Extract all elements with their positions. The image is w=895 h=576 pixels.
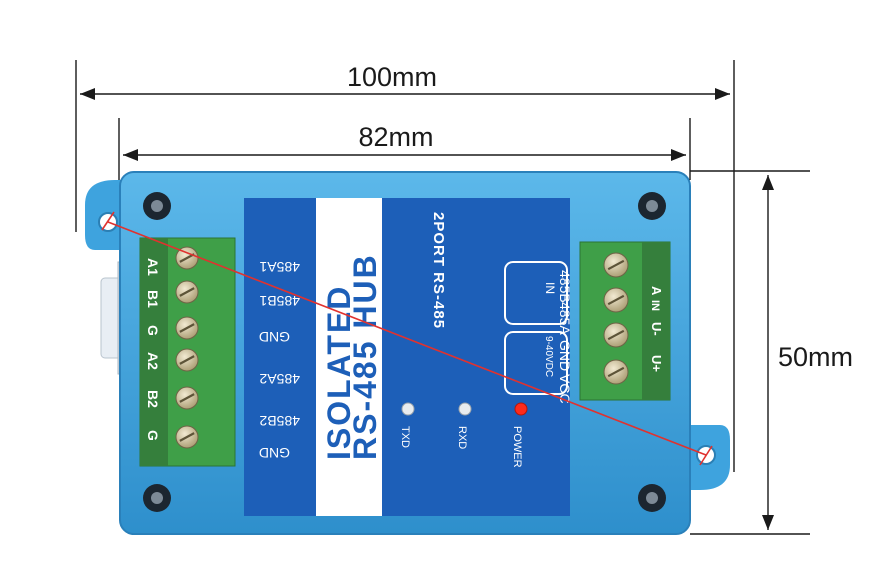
led-power: POWER (511, 402, 528, 468)
dim-label-outer: 100mm (347, 62, 437, 92)
silk-right-2: IN (649, 300, 661, 311)
led-label-txd: TXD (399, 426, 411, 448)
terminal-silk-left: A1 B1 G A2 B2 G (145, 258, 161, 441)
terminal-screws-left (175, 246, 199, 449)
port-label-2: 485B1 (259, 293, 300, 309)
led-rxd: RXD (456, 402, 472, 449)
terminal-screw (603, 322, 629, 348)
terminal-screw (175, 348, 199, 372)
input-label-4: GND (557, 340, 573, 371)
mount-hole (638, 192, 666, 220)
dim-label-inner: 82mm (358, 122, 433, 152)
tick-mark (699, 445, 713, 466)
tick-mark (101, 211, 115, 231)
title-line1: ISOLATED (321, 285, 357, 460)
led-label-rxd: RXD (456, 426, 468, 449)
subtitle: 2PORT RS-485 (430, 212, 447, 329)
dimension-inner-width: 82mm (118, 118, 691, 180)
terminal-screw (175, 425, 199, 449)
terminal-screw (175, 386, 199, 410)
terminal-screw (603, 252, 629, 278)
dim-label-height: 50mm (778, 342, 853, 372)
terminal-silk-right: A IN U- U+ (649, 286, 664, 372)
product-label (244, 198, 570, 516)
port-label-1: 485A1 (259, 259, 300, 275)
led-label-power: POWER (511, 426, 523, 468)
title-line2: RS-485 HUB (347, 253, 383, 460)
silk-left-6: G (145, 430, 161, 441)
terminal-screw (603, 359, 629, 385)
terminal-screw (603, 287, 629, 313)
port-label-3: GND (259, 329, 290, 345)
input-label-3: 485A (557, 302, 573, 335)
input-label-1: 485B (557, 270, 573, 303)
dimension-height: 50mm (690, 170, 853, 535)
terminal-screw (175, 280, 199, 304)
input-label-5: 9-40VDC (543, 336, 554, 377)
label-text: 485A1 485B1 GND 485A2 485B2 GND ISOLATED… (259, 212, 573, 461)
led-txd: TXD (399, 402, 415, 448)
silk-left-1: A1 (145, 258, 161, 276)
diagonal-line (107, 221, 707, 456)
silk-left-3: G (145, 325, 161, 336)
silk-left-2: B1 (145, 290, 161, 308)
port-label-5: 485B2 (259, 413, 300, 429)
dimension-outer-width: 100mm (75, 60, 735, 472)
mount-hole (638, 484, 666, 512)
silk-left-5: B2 (145, 390, 161, 408)
input-label-2: IN (543, 282, 557, 294)
port-label-6: GND (259, 445, 290, 461)
port-label-4: 485A2 (259, 371, 300, 387)
silk-right-3: U- (649, 322, 664, 336)
silk-right-1: A (649, 286, 664, 296)
terminal-screw (175, 316, 199, 340)
input-label-6: VCC (557, 374, 573, 404)
silk-left-4: A2 (145, 352, 161, 370)
mount-hole (143, 484, 171, 512)
terminal-screws-right (603, 252, 629, 385)
silk-right-4: U+ (649, 355, 664, 372)
mount-hole (143, 192, 171, 220)
